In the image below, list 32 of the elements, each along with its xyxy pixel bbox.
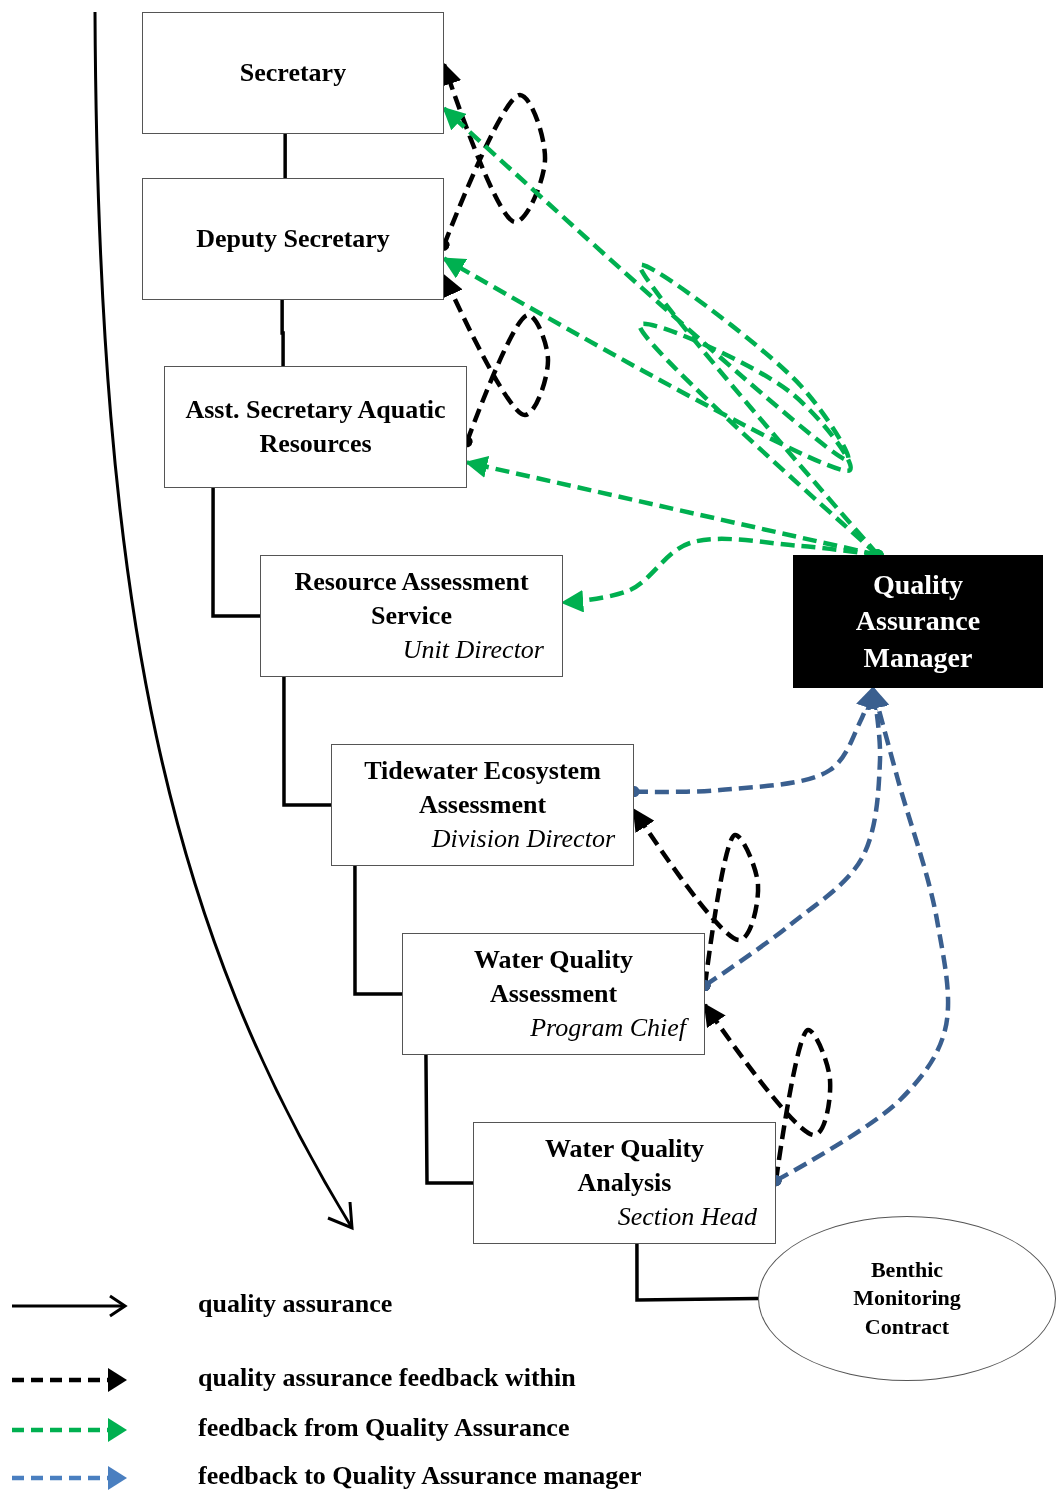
connector-line xyxy=(283,134,287,178)
unit-name: Water Quality Assessment xyxy=(472,944,635,1011)
connector-line xyxy=(211,488,260,618)
connector-line xyxy=(424,1055,473,1185)
unit-name: Benthic Monitoring Contract xyxy=(852,1255,962,1341)
unit-name: Secretary xyxy=(239,57,347,90)
role-title: Unit Director xyxy=(402,633,545,666)
org-box xyxy=(142,178,444,300)
legend-text: quality assurance xyxy=(198,1289,393,1319)
role-title: Section Head xyxy=(617,1200,758,1233)
connector-line xyxy=(280,300,285,366)
connector-line xyxy=(353,866,402,996)
legend-text: quality assurance feedback within xyxy=(198,1363,576,1393)
unit-name: Water Quality Analysis xyxy=(543,1133,706,1200)
unit-name: Quality Assurance Manager xyxy=(854,567,982,675)
legend-text: feedback from Quality Assurance xyxy=(198,1413,570,1443)
unit-name: Tidewater Ecosystem Assessment xyxy=(363,755,602,822)
connector-line xyxy=(635,1244,759,1302)
org-box xyxy=(473,1122,776,1244)
unit-name: Asst. Secretary Aquatic Resources xyxy=(184,394,447,460)
manager-box xyxy=(793,555,1043,688)
role-title: Program Chief xyxy=(530,1010,704,1045)
role-title: Division Director xyxy=(431,822,616,855)
unit-name: Deputy Secretary xyxy=(196,223,390,256)
org-box xyxy=(142,12,444,134)
org-box xyxy=(164,366,467,488)
unit-name: Resource Assessment Service xyxy=(293,566,530,633)
org-box xyxy=(260,555,563,677)
org-box xyxy=(331,744,634,866)
org-box xyxy=(402,933,705,1055)
connector-line xyxy=(282,677,331,807)
legend-text: feedback to Quality Assurance manager xyxy=(198,1461,642,1491)
